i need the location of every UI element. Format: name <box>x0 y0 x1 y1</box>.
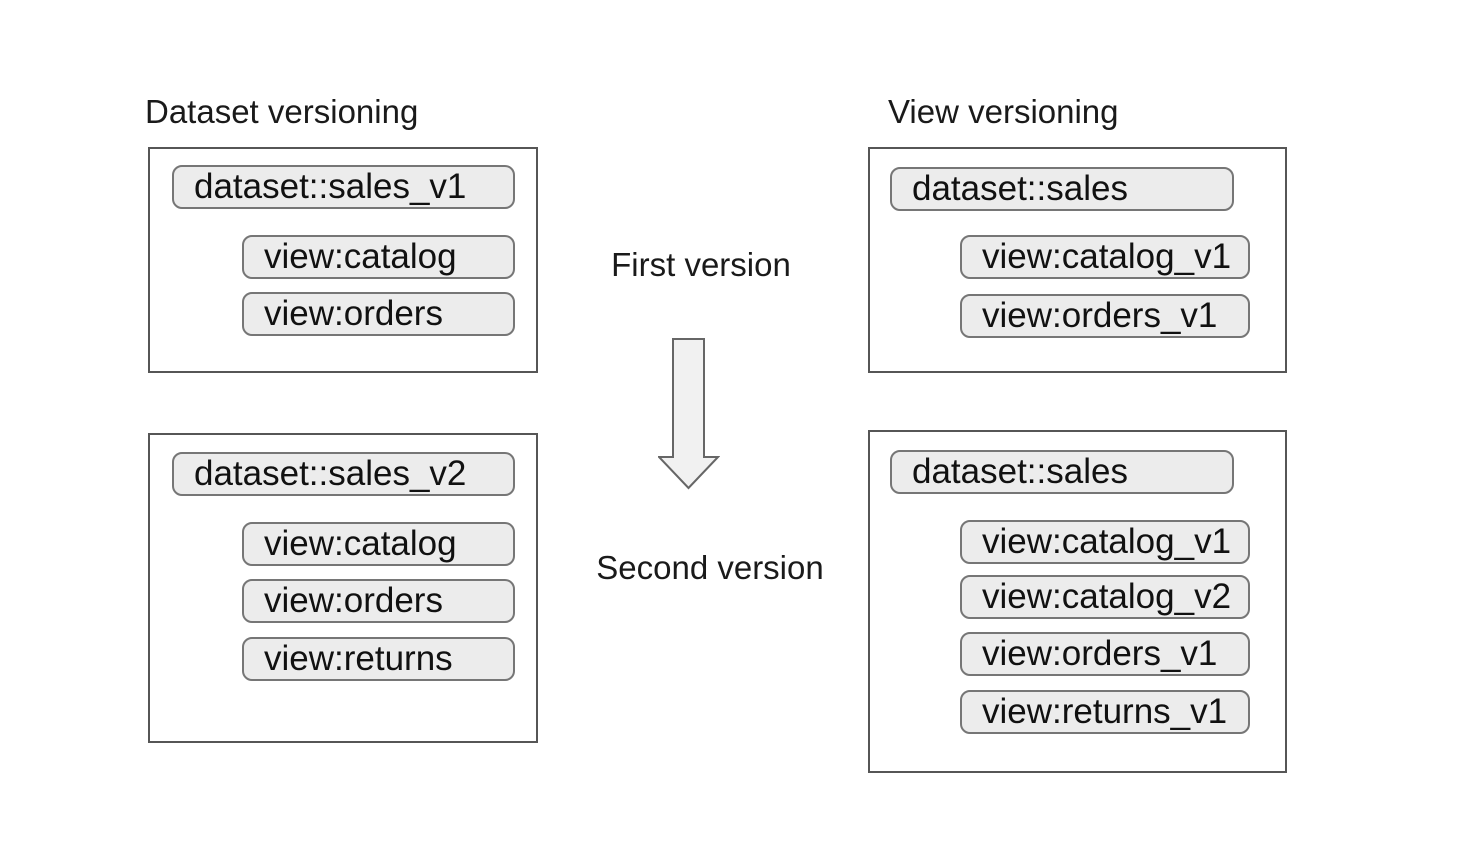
view-node: view:orders <box>242 579 515 623</box>
first-version-label: First version <box>611 246 791 283</box>
view-versioning-title: View versioning <box>888 93 1119 130</box>
view-node: view:orders_v1 <box>960 294 1250 338</box>
view-node: view:catalog_v2 <box>960 575 1250 619</box>
view-node: view:catalog <box>242 522 515 566</box>
view-node: view:returns <box>242 637 515 681</box>
dataset-node: dataset::sales_v1 <box>172 165 515 209</box>
view-node: view:returns_v1 <box>960 690 1250 734</box>
dataset-versioning-v2-box: dataset::sales_v2 view:catalog view:orde… <box>148 433 538 743</box>
dataset-node: dataset::sales_v2 <box>172 452 515 496</box>
view-versioning-v1-box: dataset::sales view:catalog_v1 view:orde… <box>868 147 1287 373</box>
view-node: view:orders <box>242 292 515 336</box>
dataset-node: dataset::sales <box>890 167 1234 211</box>
view-node: view:catalog_v1 <box>960 235 1250 279</box>
view-node: view:catalog_v1 <box>960 520 1250 564</box>
dataset-versioning-title: Dataset versioning <box>145 93 419 130</box>
dataset-node: dataset::sales <box>890 450 1234 494</box>
view-versioning-v2-box: dataset::sales view:catalog_v1 view:cata… <box>868 430 1287 773</box>
view-node: view:orders_v1 <box>960 632 1250 676</box>
second-version-label: Second version <box>596 549 824 586</box>
down-block-arrow-icon <box>656 338 721 490</box>
view-node: view:catalog <box>242 235 515 279</box>
dataset-versioning-v1-box: dataset::sales_v1 view:catalog view:orde… <box>148 147 538 373</box>
